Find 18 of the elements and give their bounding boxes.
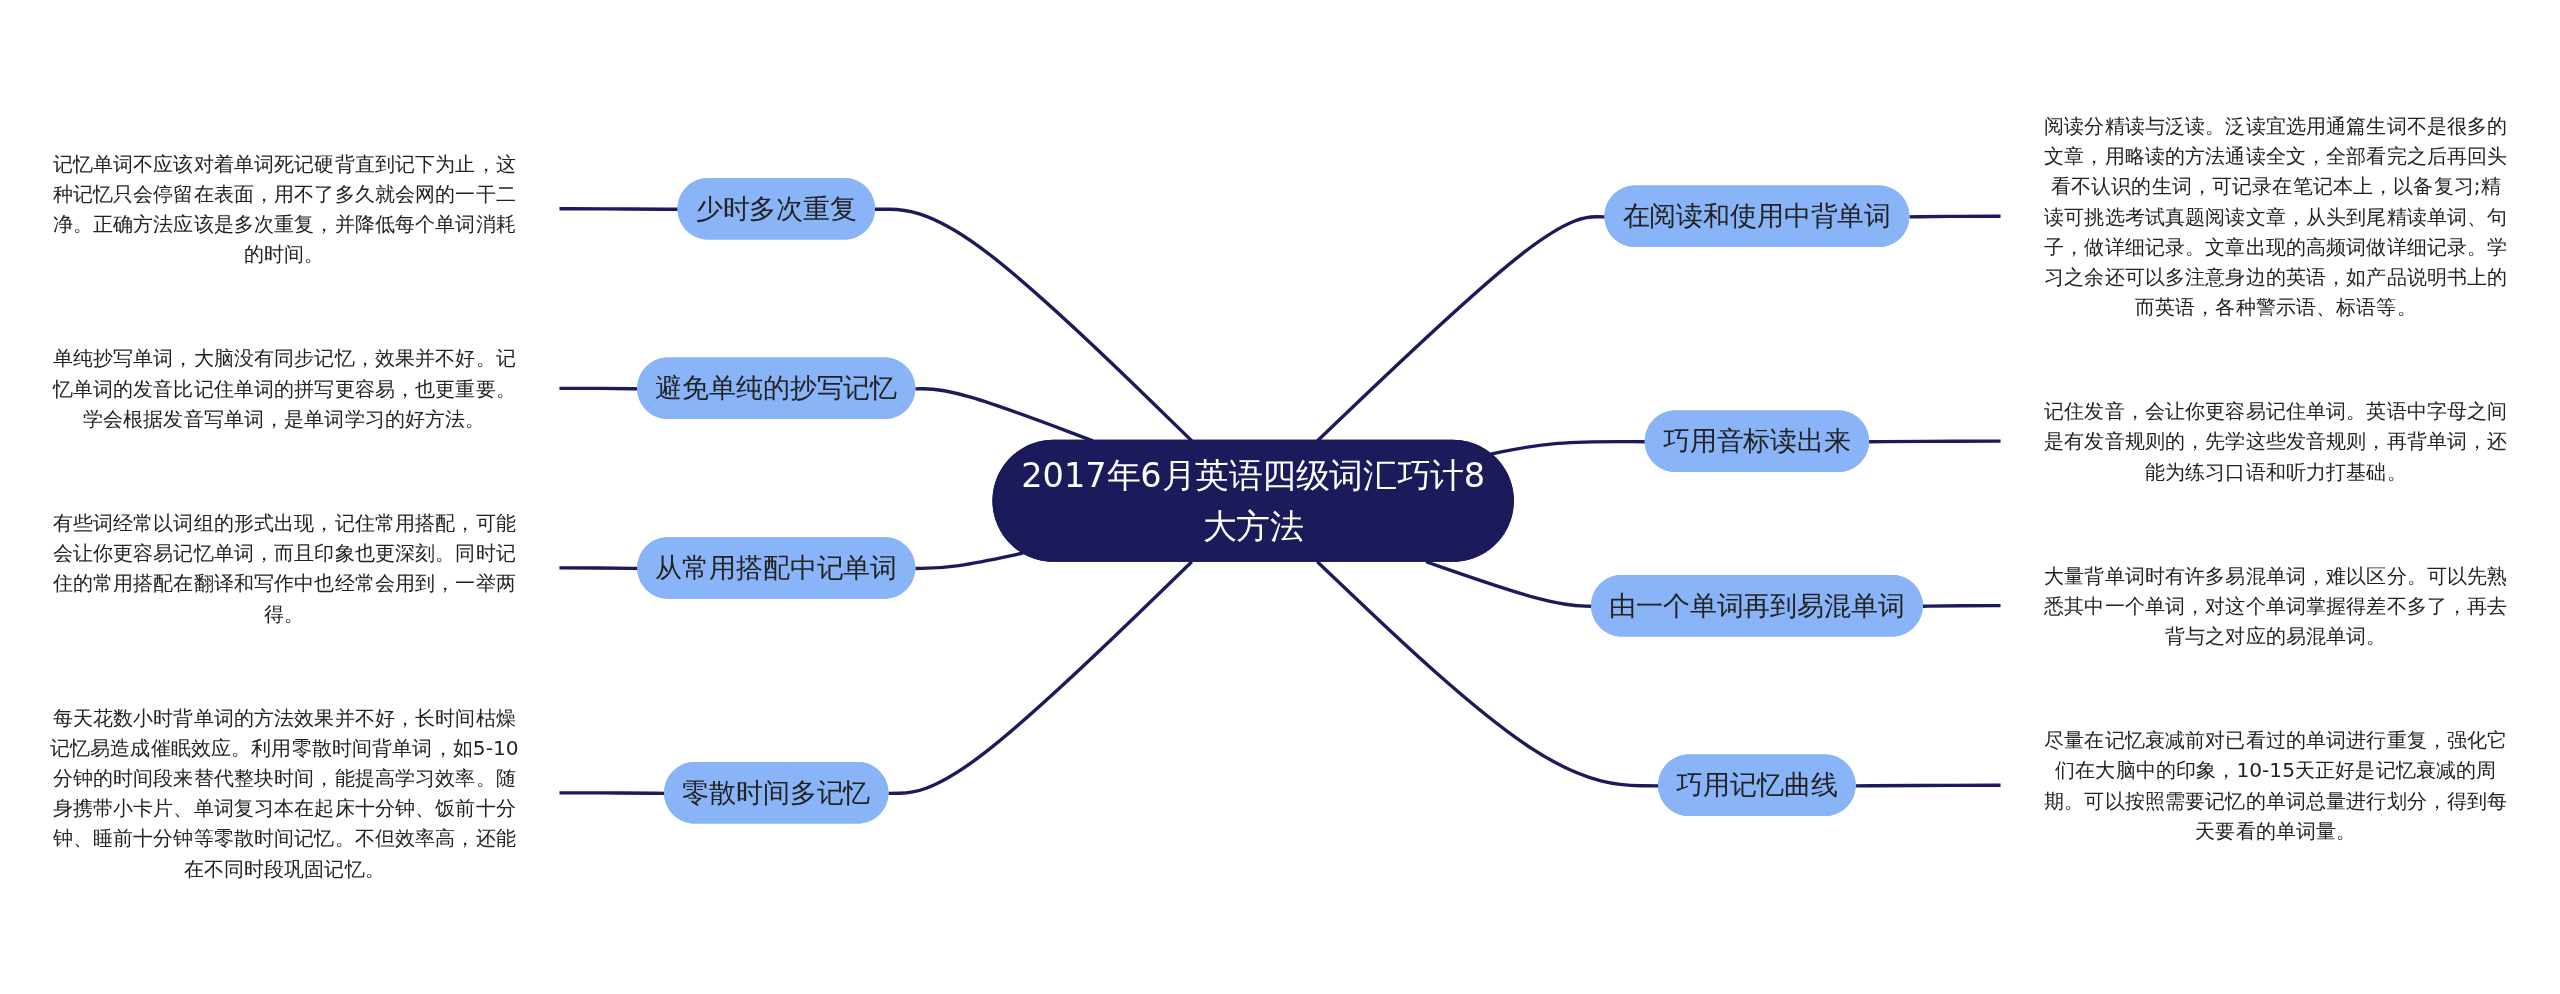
connector [1922, 604, 2001, 608]
connector [915, 551, 1024, 571]
connector [559, 566, 639, 571]
node-text: 有些词经常以词组的形式出现，记住常用搭配，可能会让你更容易记忆单词，而且印象也更深刻。同时记住的常用搭配在翻译和写作中也经常会用到，一举两得。 [52, 510, 516, 625]
node-text: 记忆单词不应该对着单词死记硬背直到记下为止，这种记忆只会停留在表面，用不了多久就会网的一干二净。正确方法应该是多次重复，并降低每个单词消耗的时间。 [52, 151, 516, 266]
connector [1869, 439, 2001, 444]
connector [559, 386, 639, 391]
node-text: 记住发音，会让你更容易记住单词。英语中字母之间是有发音规则的，先学这些发音规则，再背单词，还能为练习口语和听力打基础。 [2044, 399, 2508, 484]
connector [1909, 214, 2001, 219]
connector [559, 207, 679, 211]
connector [1855, 783, 2001, 788]
node-text: 大量背单词时有许多易混单词，难以区分。可以先熟悉其中一个单词，对这个单词掌握得差不多了，再去背与之对应的易混单词。 [2044, 563, 2508, 648]
node-text: 每天花数小时背单词的方法效果并不好，长时间枯燥记忆易造成催眠效应。利用零散时间背单词，如5-10分钟的时间段来替代整块时间，能提高学习效率。随身携带小卡片、单词复习本在起床十分钟、饭前十分钟、睡前十分钟等零散时间记忆。不但效率高，还能在不同时段巩固记忆。 [49, 705, 519, 881]
connector [1490, 439, 1646, 456]
connector [888, 560, 1193, 796]
node-text: 尽量在记忆衰减前对已看过的单词进行重复，强化它们在大脑中的印象，10-15天正好是记忆衰减的周期。可以按照需要记忆的单词总量进行划分，得到每天要看的单词量。 [2044, 728, 2508, 843]
node-text: 阅读分精读与泛读。泛读宜选用通篇生词不是很多的文章，用略读的方法通读全文，全部看完之后再回头看不认识的生词，可记录在笔记本上，以备复习;精读可挑选考试真题阅读文章，从头到尾精读单词、句子，做详细记录。文章出现的高频词做详细记录。学习之余还可以多注意身边的英语，如产品说明书上的而英语，各种警示语、标语等。 [2044, 113, 2508, 319]
node-text: 单纯抄写单词，大脑没有同步记忆，效果并不好。记忆单词的发音比记住单词的拼写更容易，也更重要。学会根据发音写单词，是单词学习的好方法。 [52, 346, 516, 431]
